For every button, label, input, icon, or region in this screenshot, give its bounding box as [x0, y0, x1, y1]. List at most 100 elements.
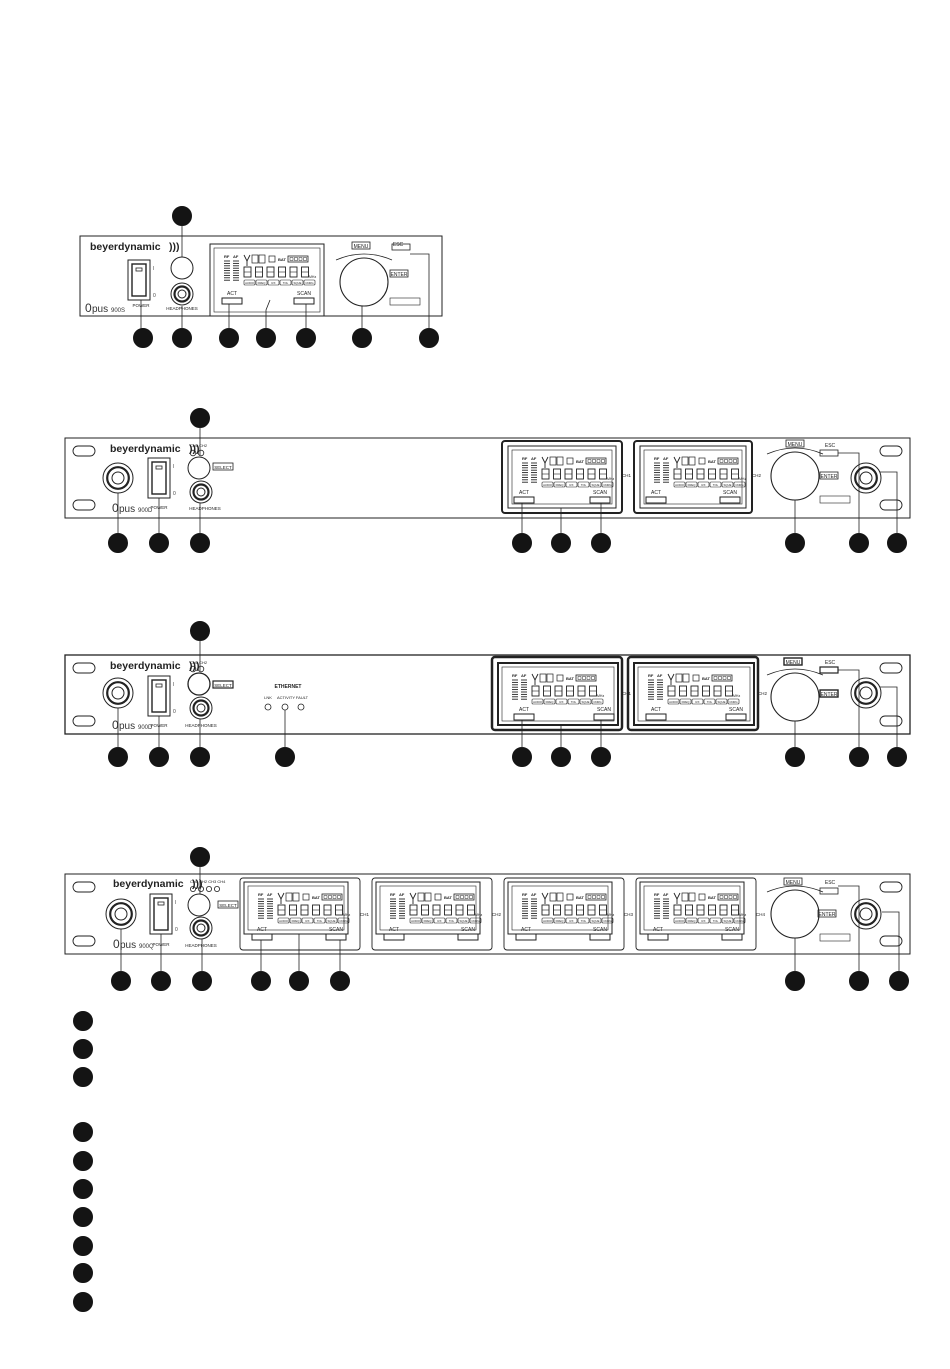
- lcd-tab-label: CNRG: [729, 700, 737, 704]
- lcd-tab-label: TOL: [581, 919, 587, 923]
- power-switch-rocker: [151, 679, 167, 713]
- jog-dial: [339, 257, 389, 307]
- leader: [882, 911, 900, 972]
- lcd-tab: [531, 698, 544, 705]
- lcd-rf-label: RF: [654, 892, 660, 897]
- callout-panel2-2: [149, 533, 169, 553]
- lcd-tab: [565, 917, 578, 924]
- lcd-tab: [691, 698, 704, 705]
- lcd-frame: [497, 662, 619, 726]
- lcd-af-label: AF: [267, 892, 273, 897]
- lcd-tab-label: RX: [696, 700, 700, 704]
- scan-button: [725, 713, 747, 721]
- lcd-tab-label: AUDIO: [411, 919, 421, 923]
- lcd-tab: [457, 917, 470, 924]
- act-button: [645, 496, 667, 504]
- lcd-battery-icon: [321, 893, 343, 901]
- lcd-tab-label: TOL: [707, 700, 713, 704]
- lcd-tab: [709, 917, 722, 924]
- lcd-tab: [589, 917, 602, 924]
- lcd-tab-label: TOL: [713, 919, 719, 923]
- lcd-battery-segment: [464, 895, 469, 899]
- lcd-battery-segment: [455, 895, 460, 899]
- lcd-tab-label: FREQ: [424, 919, 433, 923]
- lcd-battery-segment: [587, 459, 592, 463]
- lcd-af-label: AF: [233, 254, 239, 259]
- scan-button: [293, 297, 315, 305]
- lcd-tab-label: CNRG: [339, 919, 347, 923]
- ch-led-label: CH1 CH2: [190, 443, 208, 448]
- lcd-diversity-a: [675, 673, 683, 683]
- headphone-jack-outer: [189, 696, 213, 720]
- headphone-jack-outer: [189, 916, 213, 940]
- lcd-battery-icon: [585, 457, 607, 465]
- model-number: 900D: [138, 508, 153, 514]
- ch-led-label: CH1 CH2: [190, 660, 208, 665]
- lcd-battery-segment: [727, 676, 731, 680]
- lcd-tab-label: CNRG: [603, 919, 611, 923]
- enter-label: ENTER: [391, 272, 408, 278]
- lcd-tab: [255, 279, 268, 286]
- lcd-bat-label: BAT: [444, 895, 452, 900]
- lcd-bat-label: BAT: [708, 459, 716, 464]
- act-button: [645, 713, 667, 721]
- rack-ear-slot: [72, 445, 96, 457]
- lcd-tab: [337, 917, 350, 924]
- jog-dial: [770, 451, 820, 501]
- rack-ear-slot: [72, 715, 96, 727]
- select-button: [212, 462, 234, 471]
- brand-logo: beyerdynamic: [110, 443, 181, 455]
- enter-button: [819, 689, 839, 698]
- lcd-mhz: MHz: [343, 913, 350, 917]
- lcd-battery-segment: [592, 459, 596, 463]
- lcd-diversity-b: [292, 892, 300, 902]
- legend-callout-4: [73, 1122, 93, 1142]
- power-off-mark: 0: [173, 709, 176, 715]
- lcd-battery-icon: [287, 255, 309, 263]
- lcd-antenna-icon: [243, 254, 251, 263]
- headphone-jack-core: [177, 289, 187, 299]
- act-label: ACT: [227, 291, 237, 297]
- model-number: 900S: [111, 308, 125, 314]
- callout-panel2-9: [887, 533, 907, 553]
- ch2-led: [197, 665, 205, 673]
- callout-panel1-5: [296, 328, 316, 348]
- lcd-inner-frame: [501, 666, 615, 722]
- lcd-diversity-b: [682, 673, 690, 683]
- panel-900q: [64, 873, 911, 955]
- lcd-lock-icon: [302, 893, 310, 901]
- lcd-diversity-b: [556, 892, 564, 902]
- headphone-volume-knob: [170, 256, 194, 280]
- lcd-battery-segment: [596, 459, 601, 463]
- act-button: [251, 933, 273, 941]
- lcd-tab: [567, 698, 580, 705]
- panel-900d-a: [64, 437, 911, 519]
- lcd-mhz: MHz: [739, 913, 746, 917]
- lcd-frame: [639, 445, 747, 509]
- lcd-battery-segment: [328, 895, 332, 899]
- menu-button: [783, 877, 803, 886]
- lcd-battery-segment: [728, 895, 733, 899]
- lcd-tab-label: RX: [560, 700, 564, 704]
- lcd-tab-label: SQUE: [460, 919, 468, 923]
- lcd-battery-icon: [575, 674, 597, 682]
- lcd-af-label: AF: [663, 456, 669, 461]
- lcd-tab-label: TOL: [317, 919, 323, 923]
- headphone-jack-core: [196, 923, 206, 933]
- lcd-tab: [541, 917, 554, 924]
- lcd-frame: [633, 662, 755, 726]
- callout-panel3-3: [190, 747, 210, 767]
- ch-led: [189, 886, 196, 893]
- lcd-tab: [601, 481, 614, 488]
- model-number: 900Q: [139, 944, 154, 950]
- lcd-rf-label: RF: [522, 892, 528, 897]
- ethernet-label: ETHERNET: [275, 684, 302, 690]
- lcd-battery-segment: [718, 676, 722, 680]
- lcd-tab: [301, 917, 314, 924]
